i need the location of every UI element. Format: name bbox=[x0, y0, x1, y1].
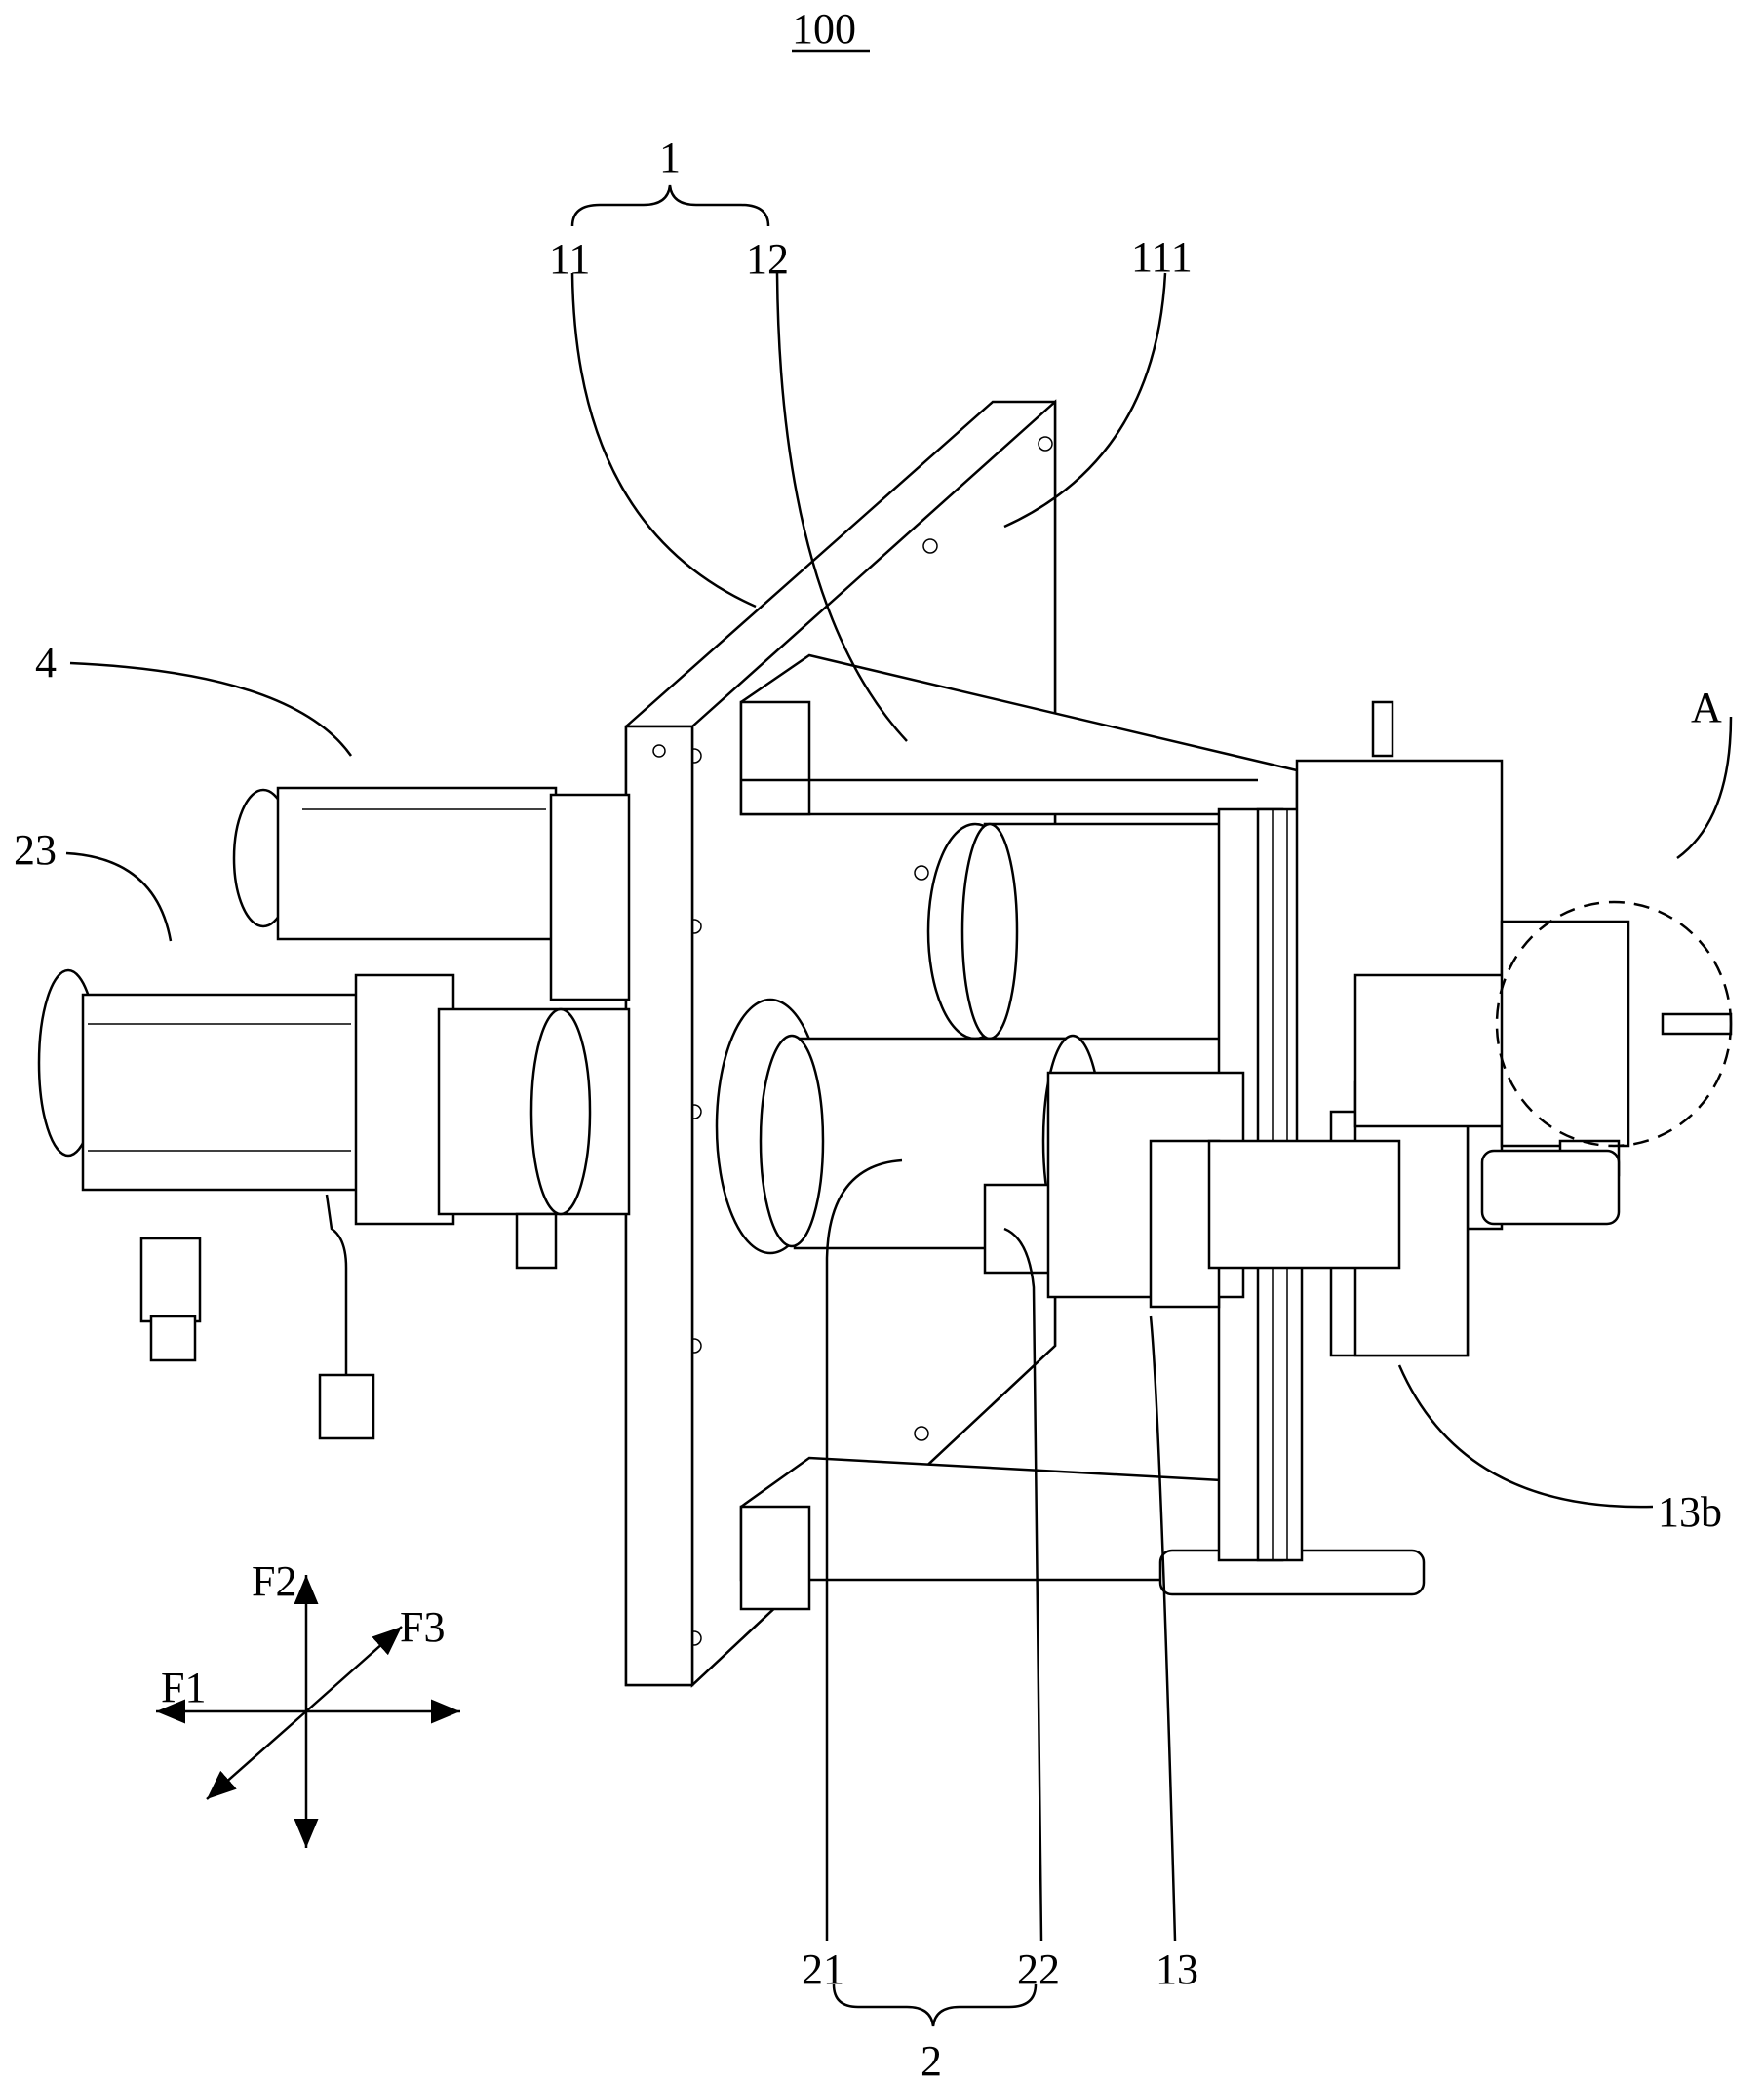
axis-label-f3: F3 bbox=[400, 1603, 445, 1651]
label-23: 23 bbox=[14, 826, 57, 874]
lower-bracket bbox=[741, 1458, 1424, 1609]
label-22: 22 bbox=[1017, 1945, 1060, 1993]
motor-23 bbox=[39, 970, 629, 1438]
brace-1 bbox=[572, 185, 768, 226]
label-13b: 13b bbox=[1658, 1488, 1722, 1536]
label-13: 13 bbox=[1156, 1945, 1198, 1993]
label-12: 12 bbox=[746, 235, 789, 283]
motor-4 bbox=[234, 788, 629, 1000]
front-plate-11 bbox=[626, 726, 692, 1685]
label-2: 2 bbox=[921, 2037, 942, 2081]
axis-label-f1: F1 bbox=[161, 1664, 206, 1711]
axis-label-f2: F2 bbox=[252, 1557, 296, 1605]
label-a: A bbox=[1691, 684, 1722, 731]
label-4: 4 bbox=[35, 639, 57, 687]
rear-cylinder bbox=[928, 824, 1229, 1039]
label-11: 11 bbox=[549, 235, 590, 283]
figure-title: 100 bbox=[792, 5, 856, 53]
label-1: 1 bbox=[659, 134, 681, 181]
brace-2 bbox=[834, 1984, 1036, 2026]
label-21: 21 bbox=[802, 1945, 844, 1993]
label-111: 111 bbox=[1131, 233, 1193, 281]
